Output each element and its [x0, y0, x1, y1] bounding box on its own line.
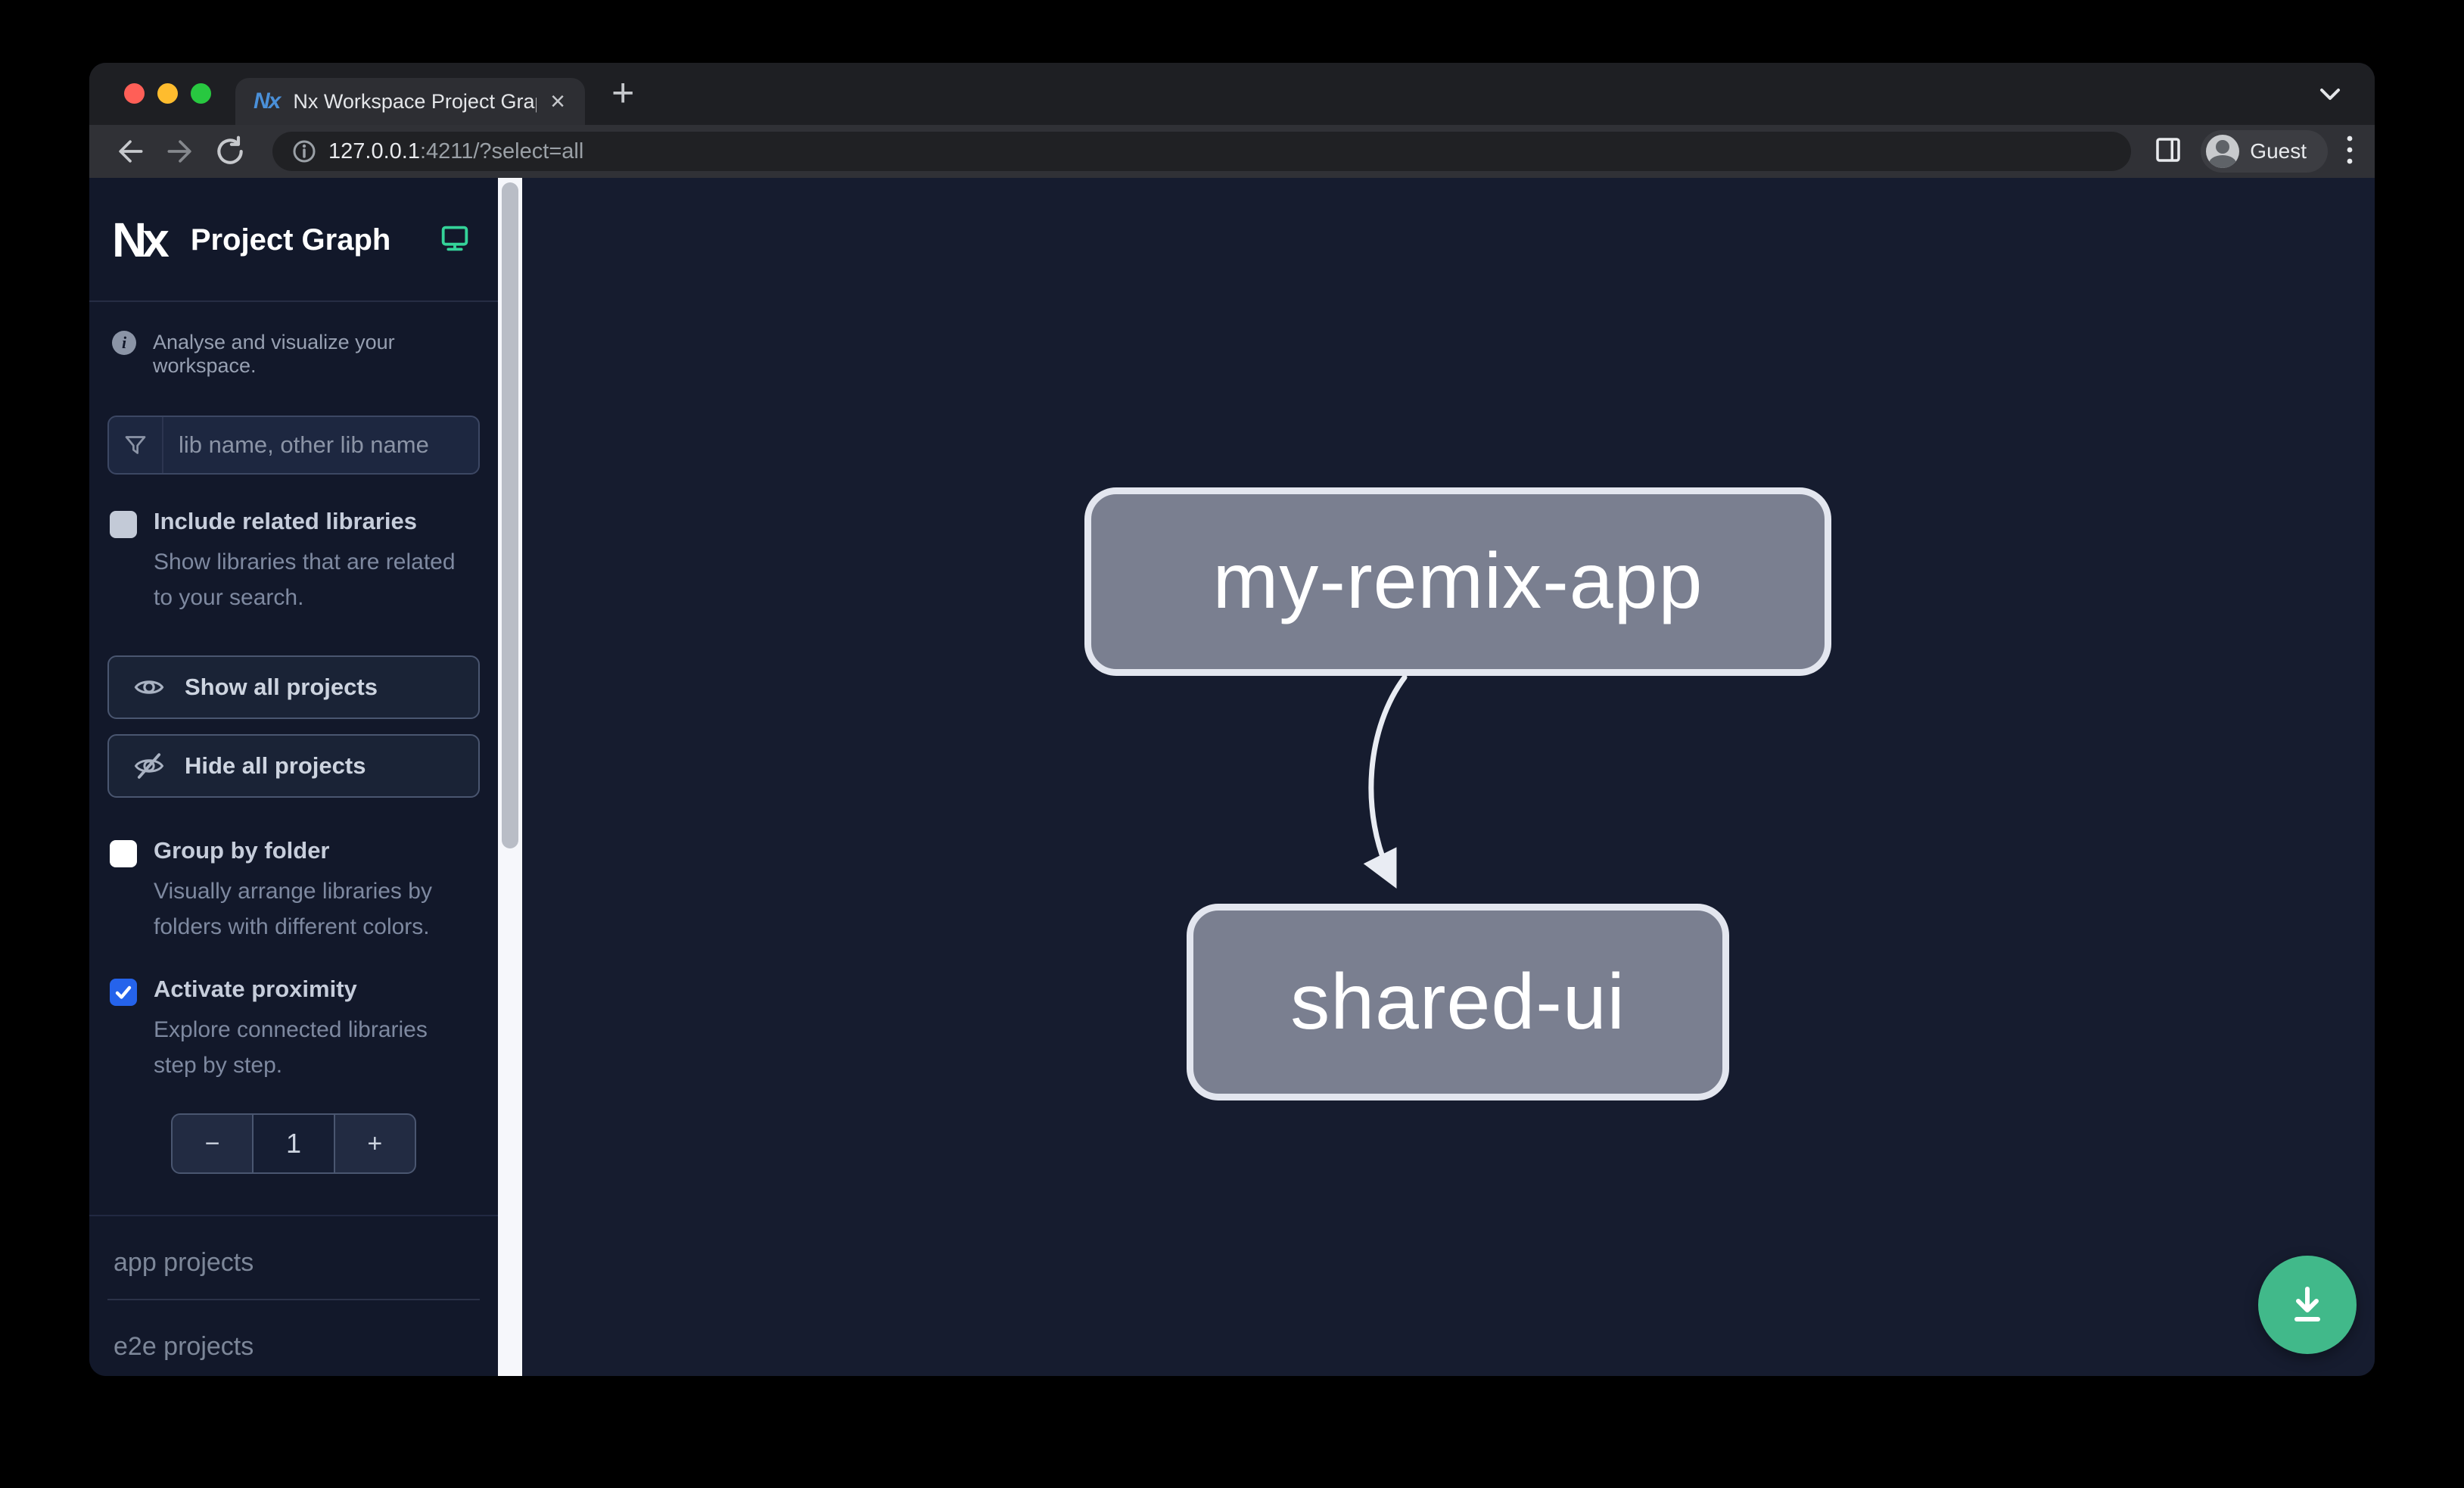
avatar-icon — [2206, 135, 2240, 168]
hide-all-projects-button[interactable]: Hide all projects — [107, 733, 480, 798]
filter-box — [107, 416, 480, 475]
eye-icon — [134, 680, 164, 694]
sidebar-scrollbar[interactable] — [498, 178, 522, 1376]
group-by-folder-checkbox[interactable] — [110, 839, 137, 867]
project-graph-canvas[interactable]: my-remix-app shared-ui — [522, 178, 2375, 1376]
reload-icon[interactable] — [209, 130, 251, 173]
back-icon[interactable] — [109, 130, 151, 173]
checkmark-icon — [115, 985, 132, 999]
traffic-lights — [124, 83, 211, 104]
proximity-depth-stepper: − 1 + — [171, 1113, 416, 1175]
forward-icon[interactable] — [159, 130, 201, 173]
scrollbar-thumb[interactable] — [502, 182, 518, 848]
show-all-projects-button[interactable]: Show all projects — [107, 655, 480, 719]
funnel-icon — [109, 417, 163, 473]
nx-favicon-icon: Nx — [254, 89, 281, 114]
sidebar-divider — [89, 1215, 498, 1217]
include-related-description: Show libraries that are related to your … — [154, 549, 456, 611]
eye-off-icon — [134, 752, 164, 779]
info-icon: i — [112, 331, 136, 355]
tab-close-icon[interactable]: × — [550, 87, 565, 116]
decrement-button[interactable]: − — [204, 1128, 220, 1158]
group-by-folder-description: Visually arrange libraries by folders wi… — [154, 878, 432, 940]
nx-logo-icon: Nx — [112, 213, 170, 267]
tab-search-chevron-icon[interactable] — [2317, 86, 2343, 107]
proximity-depth-value[interactable]: 1 — [252, 1115, 335, 1173]
section-app-projects[interactable]: app projects — [107, 1248, 480, 1301]
dependency-edge — [1363, 674, 1408, 889]
include-related-label: Include related libraries — [154, 508, 418, 534]
search-input[interactable] — [163, 417, 478, 473]
tab-strip: Nx Nx Workspace Project Graph × + — [89, 63, 2375, 125]
section-e2e-projects[interactable]: e2e projects — [107, 1332, 480, 1376]
graph-node-my-remix-app[interactable]: my-remix-app — [1084, 487, 1831, 676]
tab-title: Nx Workspace Project Graph — [293, 89, 537, 113]
side-panel-icon[interactable] — [2152, 134, 2184, 170]
active-tab[interactable]: Nx Nx Workspace Project Graph × — [235, 78, 585, 125]
site-info-icon[interactable] — [292, 139, 316, 163]
profile-label: Guest — [2250, 139, 2307, 163]
browser-menu-icon[interactable] — [2344, 132, 2355, 171]
page-title: Project Graph — [190, 223, 391, 257]
increment-button[interactable]: + — [367, 1128, 383, 1158]
address-bar[interactable]: 127.0.0.1:4211/?select=all — [272, 132, 2132, 171]
workspace-tagline: i Analyse and visualize your workspace. — [89, 302, 498, 378]
activate-proximity-checkbox-row[interactable]: Activate proximity Explore connected lib… — [89, 945, 498, 1084]
group-by-folder-label: Group by folder — [154, 836, 330, 864]
monitor-icon[interactable] — [437, 221, 472, 260]
sidebar-header: Nx Project Graph — [89, 178, 498, 302]
browser-toolbar: 127.0.0.1:4211/?select=all Guest — [89, 125, 2375, 178]
activate-proximity-description: Explore connected libraries step by step… — [154, 1016, 428, 1078]
minimize-window-button[interactable] — [157, 83, 178, 104]
url-text: 127.0.0.1:4211/?select=all — [328, 139, 584, 163]
profile-button[interactable]: Guest — [2201, 130, 2328, 173]
close-window-button[interactable] — [124, 83, 145, 104]
zoom-window-button[interactable] — [191, 83, 211, 104]
activate-proximity-checkbox[interactable] — [110, 978, 137, 1006]
include-related-checkbox-row[interactable]: Include related libraries Show libraries… — [89, 475, 498, 616]
project-graph-sidebar: Nx Project Graph i Analyse and visualize… — [89, 178, 498, 1376]
download-icon — [2294, 1287, 2320, 1321]
new-tab-button[interactable]: + — [611, 71, 635, 115]
group-by-folder-checkbox-row[interactable]: Group by folder Visually arrange librari… — [89, 798, 498, 945]
activate-proximity-label: Activate proximity — [154, 975, 357, 1002]
download-graph-button[interactable] — [2258, 1256, 2357, 1354]
graph-node-shared-ui[interactable]: shared-ui — [1187, 904, 1729, 1100]
browser-window: Nx Nx Workspace Project Graph × + 127.0.… — [89, 63, 2375, 1376]
include-related-checkbox[interactable] — [110, 511, 137, 538]
